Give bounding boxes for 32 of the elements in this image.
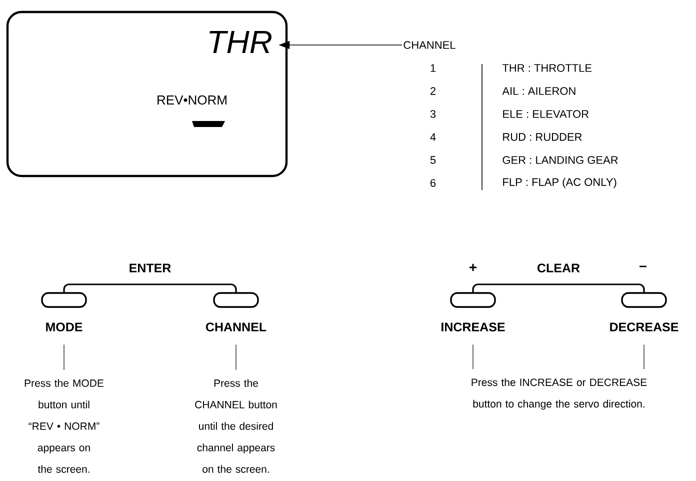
instruction-text: Press the MODE button until “REV • NORM” appears on the screen. <box>24 379 104 473</box>
lcd-screen: THR REV•NORM <box>6 10 288 178</box>
channel-function: ELE : ELEVATOR <box>503 110 589 118</box>
channel-heading: CHANNEL <box>404 41 456 49</box>
push-button: MODE <box>41 292 87 332</box>
bracket-line <box>63 284 237 294</box>
channel-number: 1 <box>430 64 436 72</box>
edge-label: CLEAR <box>538 264 580 272</box>
leader-line <box>472 344 474 370</box>
channel-function: AIL : AILERON <box>502 87 576 95</box>
sign-label: – <box>640 266 646 268</box>
node-label: CHANNEL <box>206 322 266 332</box>
instruction-text: Press the INCREASE or DECREASE button to change the servo direction. <box>472 378 647 410</box>
push-button: CHANNEL <box>206 292 266 332</box>
channel-function: GER : LANDING GEAR <box>502 156 618 164</box>
channel-function: FLP : FLAP (AC ONLY) <box>503 178 616 188</box>
channel-function: THR : THROTTLE <box>502 64 592 72</box>
edge-label: ENTER <box>130 264 171 272</box>
push-button: INCREASE <box>442 292 505 332</box>
node-label: MODE <box>46 322 82 332</box>
channel-number: 3 <box>430 110 436 118</box>
channel-function: RUD : RUDDER <box>503 133 582 141</box>
node-label: INCREASE <box>442 322 505 332</box>
bracket-line <box>472 284 645 294</box>
channel-number: 4 <box>430 133 436 141</box>
node-label: DECREASE <box>610 322 678 332</box>
sign-label: + <box>470 264 477 271</box>
channel-number: 2 <box>430 87 436 95</box>
push-button: DECREASE <box>610 292 678 332</box>
channel-number: 5 <box>430 156 436 164</box>
channel-number: 6 <box>430 179 436 187</box>
instruction-text: Press the CHANNEL button until the desired channel appears on the screen. <box>195 379 277 473</box>
